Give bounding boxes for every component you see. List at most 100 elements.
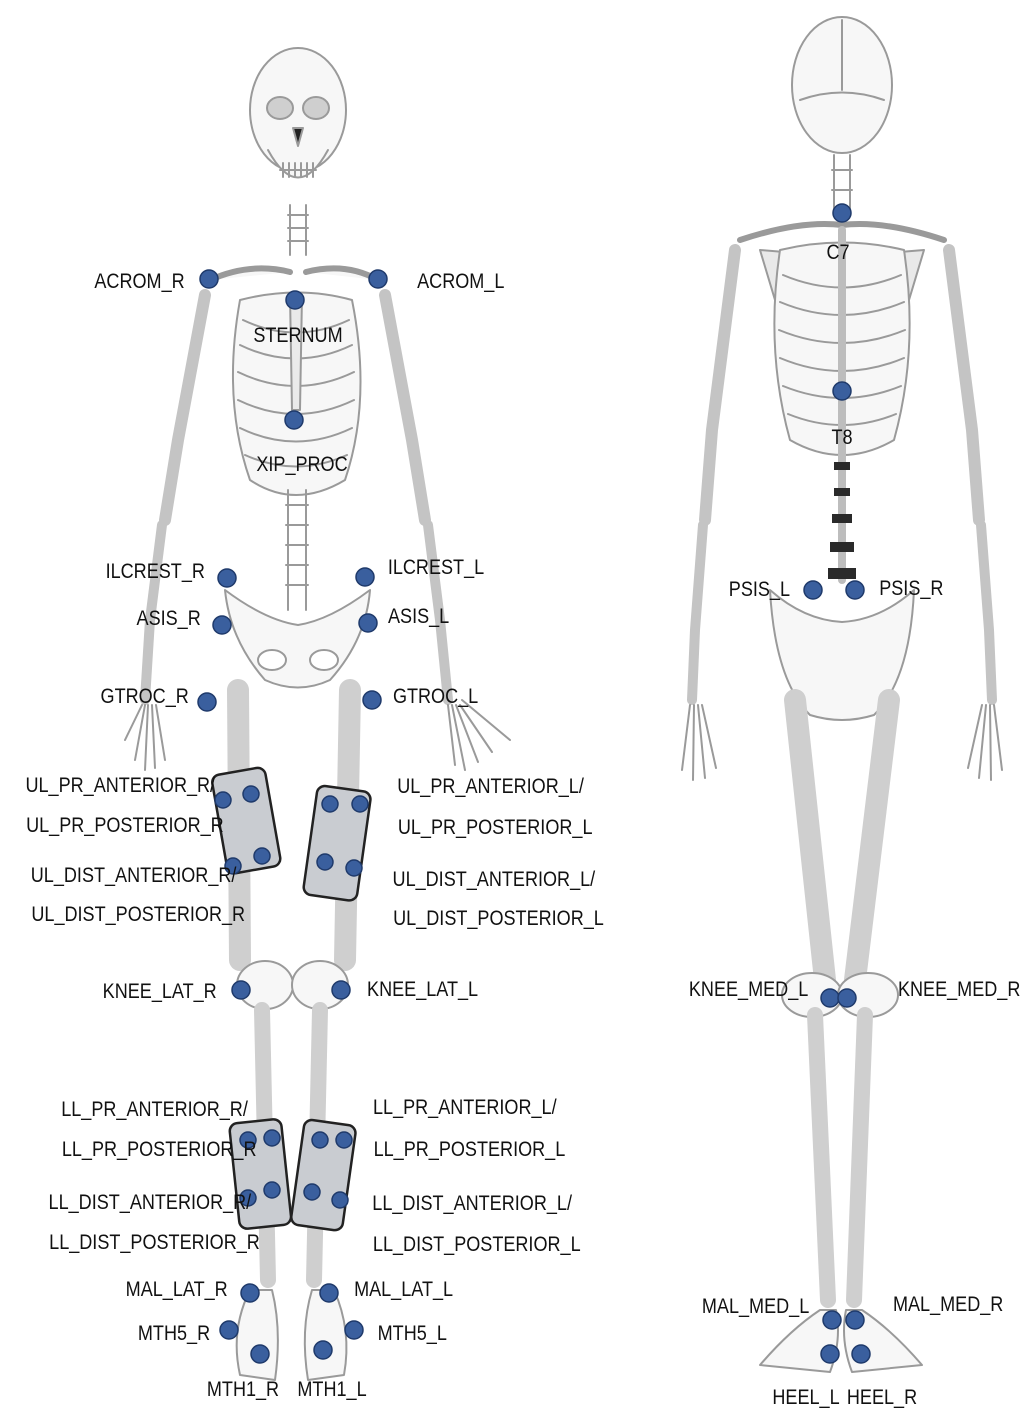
back-hand-left (968, 705, 1002, 780)
marker-heel-l (821, 1345, 839, 1363)
label-psis-r: PSIS_R (879, 577, 943, 601)
front-lumbar-spine (286, 490, 308, 610)
label-mal-med-r: MAL_MED_R (893, 1293, 1003, 1317)
marker-acrom-r (200, 270, 218, 288)
back-femur-right (855, 700, 889, 980)
marker-asis-l (359, 614, 377, 632)
label-asis-r: ASIS_R (137, 607, 201, 631)
label-ul-pr-l-line1: UL_PR_ANTERIOR_L/ (397, 775, 584, 799)
label-psis-l: PSIS_L (729, 578, 790, 602)
marker-mal-med-l (823, 1311, 841, 1329)
front-foot-left (305, 1290, 347, 1380)
label-knee-med-r: KNEE_MED_R (898, 978, 1020, 1002)
front-foot-right (237, 1290, 278, 1380)
marker-gtroc-r (198, 693, 216, 711)
marker-t8 (833, 382, 851, 400)
label-ul-pr-r-line1: UL_PR_ANTERIOR_R/ (25, 774, 215, 798)
marker-ll-dist-l-a (304, 1184, 320, 1200)
label-ll-dist-l-line1: LL_DIST_ANTERIOR_L/ (372, 1192, 572, 1216)
back-humerus-left (949, 250, 979, 520)
label-gtroc-r: GTROC_R (101, 685, 189, 709)
label-sternum: STERNUM (253, 324, 342, 348)
front-eye-socket-left (303, 97, 329, 119)
label-gtroc-l: GTROC_L (393, 685, 478, 709)
label-mth5-r: MTH5_R (138, 1322, 210, 1346)
front-hand-right (125, 705, 165, 770)
label-ilcrest-r: ILCREST_R (106, 560, 205, 584)
marker-ul-pr-l-b (352, 796, 368, 812)
back-tibia-right (854, 1015, 865, 1300)
marker-ll-dist-l-b (332, 1192, 348, 1208)
marker-ll-pr-r-b (264, 1130, 280, 1146)
label-mal-lat-l: MAL_LAT_L (354, 1278, 453, 1302)
front-hand-left (448, 700, 510, 770)
label-ilcrest-l: ILCREST_L (388, 556, 484, 580)
marker-asis-r (213, 616, 231, 634)
label-knee-lat-r: KNEE_LAT_R (103, 980, 217, 1004)
label-ul-dist-r-line1: UL_DIST_ANTERIOR_R/ (31, 864, 237, 888)
marker-ilcrest-r (218, 569, 236, 587)
marker-gtroc-l (363, 691, 381, 709)
front-obturator-left (310, 650, 338, 670)
front-clavicle-right (210, 268, 290, 280)
marker-c7 (833, 204, 851, 222)
back-hand-right (682, 705, 716, 780)
back-humerus-right (705, 250, 735, 520)
marker-ll-pr-l-a (312, 1132, 328, 1148)
marker-mal-med-r (846, 1311, 864, 1329)
marker-knee-med-r (838, 989, 856, 1007)
label-ul-dist-l-line1: UL_DIST_ANTERIOR_L/ (393, 868, 596, 892)
marker-ilcrest-l (356, 568, 374, 586)
marker-ll-pr-l-b (336, 1132, 352, 1148)
front-jaw (268, 150, 328, 178)
marker-ul-dist-l-b (346, 860, 362, 876)
marker-mal-lat-r (241, 1284, 259, 1302)
label-knee-med-l: KNEE_MED_L (689, 978, 809, 1002)
marker-ul-dist-r-b (254, 848, 270, 864)
back-femur-left (795, 700, 825, 980)
label-ll-pr-r-line2: LL_PR_POSTERIOR_R (62, 1138, 257, 1162)
back-tibia-left (815, 1015, 828, 1300)
label-mth1-l: MTH1_L (297, 1378, 366, 1402)
label-ll-dist-r-line1: LL_DIST_ANTERIOR_R/ (49, 1191, 252, 1215)
back-forearm-right (692, 525, 703, 700)
label-t8: T8 (831, 426, 852, 450)
front-obturator-right (258, 650, 286, 670)
marker-ul-pr-l-a (322, 796, 338, 812)
label-heel-r: HEEL_R (847, 1386, 917, 1410)
label-mth1-r: MTH1_R (207, 1378, 279, 1402)
label-ll-pr-r-line1: LL_PR_ANTERIOR_R/ (61, 1098, 248, 1122)
marker-ul-pr-r-a (215, 792, 231, 808)
label-asis-l: ASIS_L (388, 605, 449, 629)
label-ll-pr-l-line2: LL_PR_POSTERIOR_L (374, 1138, 566, 1162)
front-humerus-right (165, 295, 205, 520)
marker-psis-l (804, 581, 822, 599)
label-ll-dist-r-line2: LL_DIST_POSTERIOR_R (49, 1231, 260, 1255)
label-knee-lat-l: KNEE_LAT_L (367, 978, 478, 1002)
label-ul-dist-l-line2: UL_DIST_POSTERIOR_L (393, 907, 604, 931)
marker-psis-r (846, 581, 864, 599)
sensor-pads (211, 767, 371, 1232)
label-ul-dist-r-line2: UL_DIST_POSTERIOR_R (31, 903, 245, 927)
marker-mth5-l (345, 1321, 363, 1339)
marker-knee-lat-l (332, 981, 350, 999)
marker-knee-lat-r (232, 981, 250, 999)
marker-mth1-r (251, 1345, 269, 1363)
marker-ll-dist-r-b (264, 1182, 280, 1198)
front-clavicle-left (306, 268, 378, 280)
marker-ul-pr-r-b (243, 786, 259, 802)
back-forearm-left (981, 525, 992, 700)
front-cervical-spine (288, 205, 308, 255)
label-ul-pr-l-line2: UL_PR_POSTERIOR_L (398, 816, 593, 840)
label-ul-pr-r-line2: UL_PR_POSTERIOR_R (26, 814, 224, 838)
label-ll-dist-l-line2: LL_DIST_POSTERIOR_L (373, 1233, 581, 1257)
label-mth5-l: MTH5_L (378, 1322, 447, 1346)
label-acrom-l: ACROM_L (417, 270, 504, 294)
marker-knee-med-l (821, 989, 839, 1007)
front-eye-socket-right (267, 97, 293, 119)
label-mal-lat-r: MAL_LAT_R (126, 1278, 228, 1302)
label-xip-proc: XIP_PROC (256, 453, 347, 477)
label-heel-l: HEEL_L (772, 1386, 839, 1410)
